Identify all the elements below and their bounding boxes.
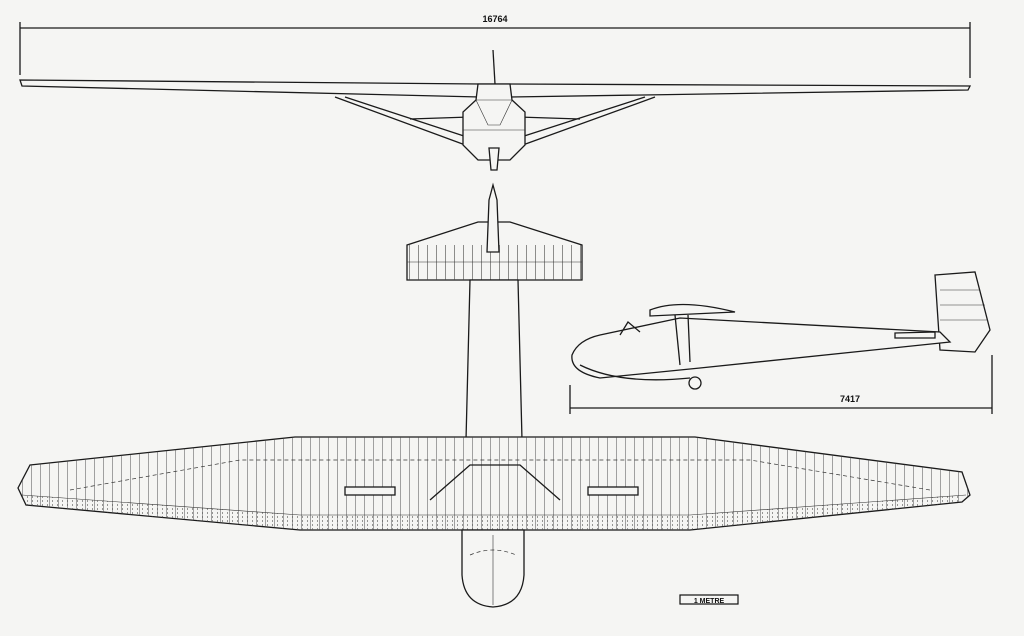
wing-plan-view [17,436,971,608]
side-view [571,271,991,390]
span-dimension-line [19,22,971,78]
front-view [19,49,972,171]
length-dimension-label: 7417 [840,394,860,404]
scale-bar [679,594,739,605]
scale-bar-label: 1 METRE [694,598,725,605]
span-dimension-label: 16764 [482,14,507,24]
length-dimension-line [569,355,993,414]
tail-plan-view [406,182,583,441]
